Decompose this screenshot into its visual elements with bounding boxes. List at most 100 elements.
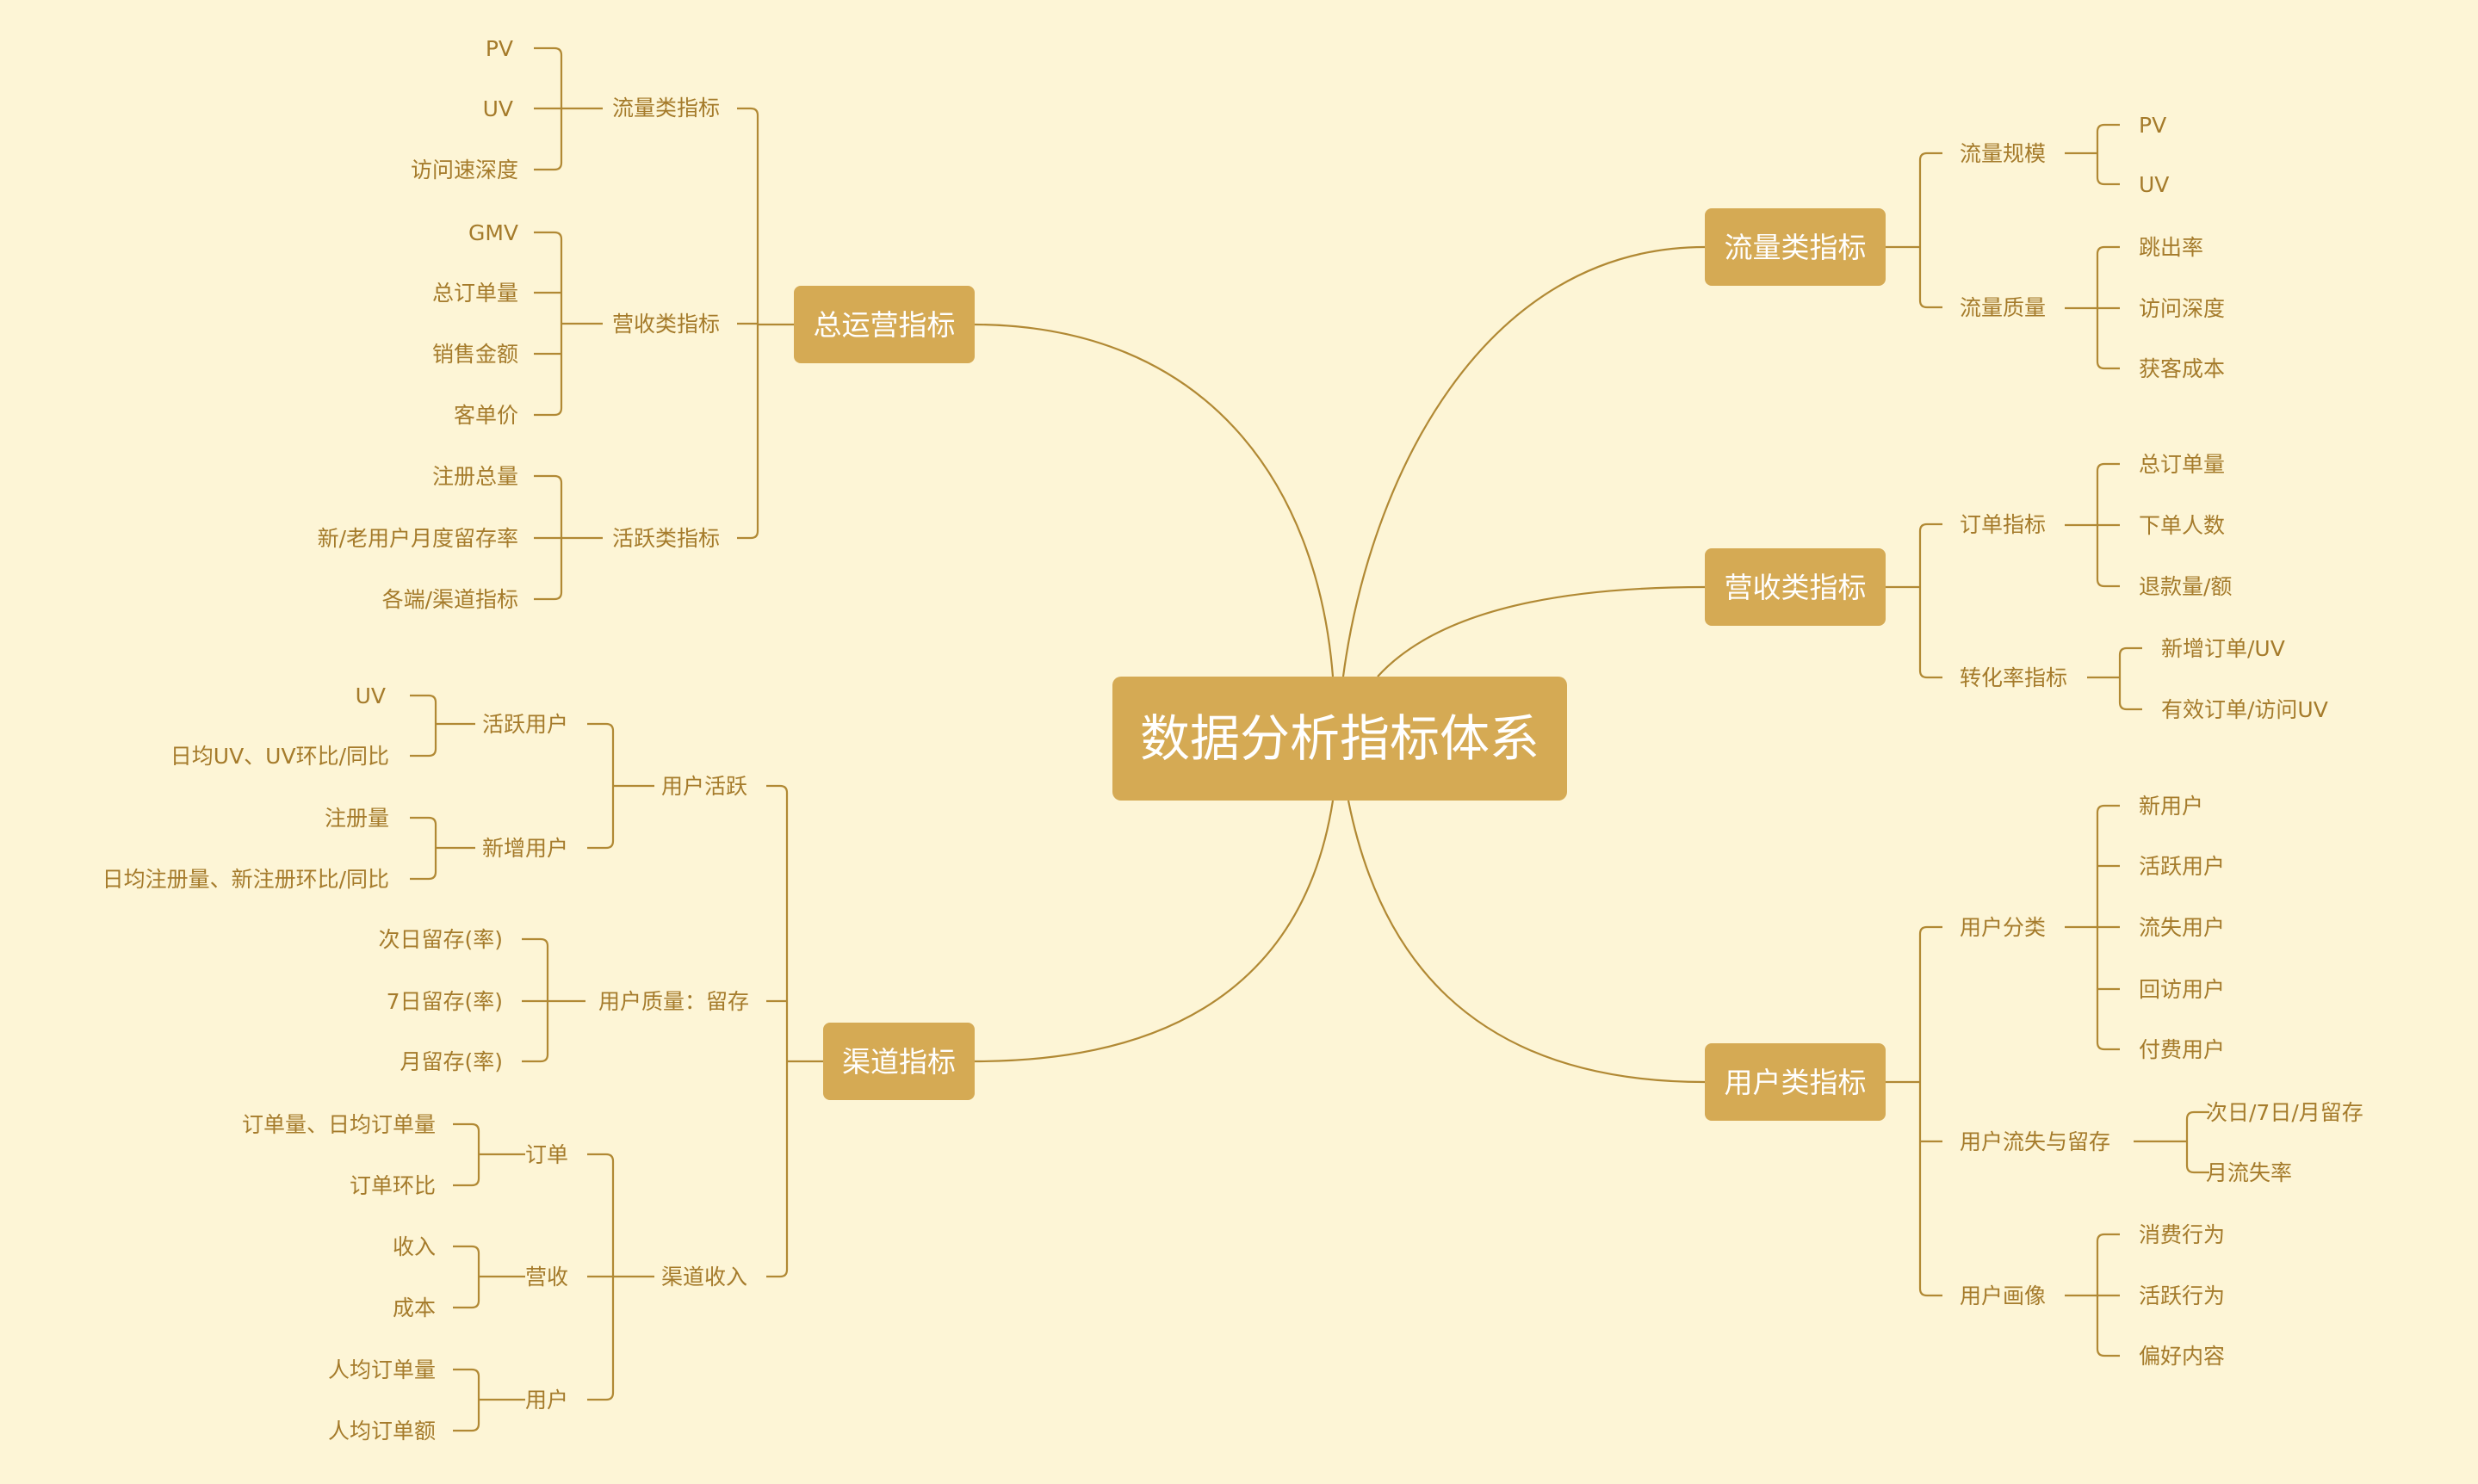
edge-user-spine — [1918, 925, 1942, 1297]
channel-group-income[interactable]: 渠道收入 — [661, 1264, 747, 1289]
ops-revenue-atv[interactable]: 客单价 — [454, 403, 518, 428]
edge-root-channel — [974, 800, 1335, 1063]
user-group-category[interactable]: 用户分类 — [1960, 915, 2046, 940]
root-node[interactable]: 数据分析指标体系 — [1112, 677, 1567, 801]
root-node-box — [1112, 677, 1567, 801]
channel-income-users[interactable]: 用户 — [525, 1388, 568, 1413]
user-category-new[interactable]: 新用户 — [2139, 794, 2203, 819]
channel-activity-new-users[interactable]: 新增用户 — [482, 836, 568, 861]
channel-group-activity[interactable]: 用户活跃 — [661, 774, 747, 799]
channel-active-uv[interactable]: UV — [356, 683, 386, 708]
branch-traffic-node[interactable]: 流量类指标 — [1705, 208, 1886, 286]
edge-root-user — [1347, 800, 1706, 1084]
channel-active-uv-ratio[interactable]: 日均UV、UV环比/同比 — [170, 744, 389, 769]
user-group-churn-retention[interactable]: 用户流失与留存 — [1960, 1129, 2110, 1154]
edge-channel-activity-spine — [587, 722, 615, 850]
ops-traffic-pv[interactable]: PV — [486, 36, 513, 61]
user-profile-preferences[interactable]: 偏好内容 — [2139, 1344, 2225, 1369]
channel-retention-month[interactable]: 月留存(率) — [400, 1049, 503, 1074]
channel-orders-ratio[interactable]: 订单环比 — [350, 1173, 436, 1198]
channel-group-retention[interactable]: 用户质量：留存 — [598, 989, 749, 1014]
branch-channel-node[interactable]: 渠道指标 — [823, 1023, 975, 1100]
channel-retention-next-day[interactable]: 次日留存(率) — [378, 927, 503, 952]
edge-revenue-conversion-spine — [2118, 646, 2142, 711]
ops-revenue-orders[interactable]: 总订单量 — [432, 281, 518, 306]
root-node-label: 数据分析指标体系 — [1140, 709, 1539, 768]
branch-channel-label: 渠道指标 — [842, 1045, 956, 1079]
channel-income-orders[interactable]: 订单 — [525, 1142, 568, 1167]
edge-channel-revenue-spine — [453, 1245, 480, 1309]
channel-income-revenue[interactable]: 营收 — [525, 1264, 568, 1289]
connector-lines — [410, 46, 2209, 1432]
ops-group-traffic[interactable]: 流量类指标 — [612, 96, 720, 121]
traffic-group-quality[interactable]: 流量质量 — [1960, 295, 2046, 320]
channel-users-avg-orders[interactable]: 人均订单量 — [328, 1357, 436, 1382]
branch-traffic-box — [1705, 208, 1886, 286]
branch-channel-box — [823, 1023, 975, 1100]
user-profile-consumption[interactable]: 消费行为 — [2139, 1222, 2225, 1247]
ops-traffic-uv[interactable]: UV — [483, 96, 513, 121]
user-churn-monthly[interactable]: 月流失率 — [2206, 1160, 2292, 1185]
ops-group-revenue[interactable]: 营收类指标 — [612, 312, 720, 337]
branch-revenue-node[interactable]: 营收类指标 — [1705, 548, 1886, 626]
branch-traffic-label: 流量类指标 — [1725, 231, 1867, 264]
channel-new-registration-ratio[interactable]: 日均注册量、新注册环比/同比 — [102, 867, 389, 892]
user-category-active[interactable]: 活跃用户 — [2139, 854, 2225, 879]
branch-ops-label: 总运营指标 — [814, 308, 956, 342]
user-category-paying[interactable]: 付费用户 — [2139, 1037, 2225, 1062]
ops-active-retention[interactable]: 新/老用户月度留存率 — [318, 526, 518, 551]
edge-channel-spine — [766, 784, 789, 1278]
branch-ops-node[interactable]: 总运营指标 — [794, 286, 975, 363]
traffic-quality-bounce[interactable]: 跳出率 — [2139, 235, 2203, 260]
branch-user-node[interactable]: 用户类指标 — [1705, 1043, 1886, 1121]
branch-user-box — [1705, 1043, 1886, 1121]
revenue-orders-total[interactable]: 总订单量 — [2139, 452, 2225, 477]
traffic-quality-depth[interactable]: 访问深度 — [2139, 296, 2225, 321]
user-category-returning[interactable]: 回访用户 — [2139, 977, 2225, 1002]
branch-ops-box — [794, 286, 975, 363]
edge-channel-orders-spine — [453, 1122, 480, 1187]
ops-group-active[interactable]: 活跃类指标 — [612, 526, 720, 551]
edge-root-traffic — [1341, 245, 1706, 677]
traffic-quality-cac[interactable]: 获客成本 — [2139, 356, 2225, 381]
user-group-profile[interactable]: 用户画像 — [1960, 1283, 2046, 1308]
revenue-conversion-valid-orders[interactable]: 有效订单/访问UV — [2161, 697, 2328, 722]
revenue-group-conversion[interactable]: 转化率指标 — [1960, 665, 2067, 690]
edge-traffic-scale-spine — [2096, 123, 2120, 186]
channel-orders-daily[interactable]: 订单量、日均订单量 — [242, 1112, 436, 1137]
channel-revenue-cost[interactable]: 成本 — [393, 1295, 436, 1320]
edge-root-ops — [974, 323, 1335, 677]
ops-traffic-depth[interactable]: 访问速深度 — [411, 158, 518, 182]
revenue-group-orders[interactable]: 订单指标 — [1960, 512, 2046, 537]
channel-new-registrations[interactable]: 注册量 — [325, 806, 389, 831]
channel-revenue-income[interactable]: 收入 — [393, 1234, 436, 1259]
branch-revenue-label: 营收类指标 — [1725, 571, 1867, 604]
channel-retention-7-day[interactable]: 7日留存(率) — [387, 989, 503, 1014]
edge-channel-users-spine — [453, 1368, 480, 1432]
edge-root-revenue — [1377, 585, 1706, 677]
ops-revenue-gmv[interactable]: GMV — [468, 220, 518, 245]
user-profile-activity[interactable]: 活跃行为 — [2139, 1283, 2225, 1308]
user-retention-periods[interactable]: 次日/7日/月留存 — [2206, 1100, 2363, 1125]
nodes-layer: 数据分析指标体系 总运营指标 流量类指标 PV UV 访问速深度 营收类指标 G… — [102, 36, 2363, 1444]
ops-active-channels[interactable]: 各端/渠道指标 — [382, 587, 518, 612]
edge-channel-new-users-spine — [410, 816, 437, 881]
traffic-scale-pv[interactable]: PV — [2139, 113, 2166, 138]
traffic-scale-uv[interactable]: UV — [2139, 172, 2169, 197]
traffic-group-scale[interactable]: 流量规模 — [1960, 141, 2046, 166]
revenue-conversion-new-orders[interactable]: 新增订单/UV — [2161, 636, 2285, 661]
edge-revenue-spine — [1918, 522, 1942, 679]
edge-ops-revenue-spine — [534, 231, 563, 417]
branch-revenue-box — [1705, 548, 1886, 626]
channel-users-avg-amount[interactable]: 人均订单额 — [328, 1419, 436, 1444]
edge-channel-active-users-spine — [410, 694, 437, 757]
ops-active-registrations[interactable]: 注册总量 — [432, 464, 518, 489]
user-category-churned[interactable]: 流失用户 — [2139, 915, 2225, 940]
channel-activity-active-users[interactable]: 活跃用户 — [482, 712, 568, 737]
revenue-orders-refunds[interactable]: 退款量/额 — [2139, 574, 2232, 599]
revenue-orders-buyers[interactable]: 下单人数 — [2139, 513, 2225, 538]
branch-user-label: 用户类指标 — [1725, 1066, 1867, 1099]
ops-revenue-sales[interactable]: 销售金额 — [432, 342, 518, 367]
